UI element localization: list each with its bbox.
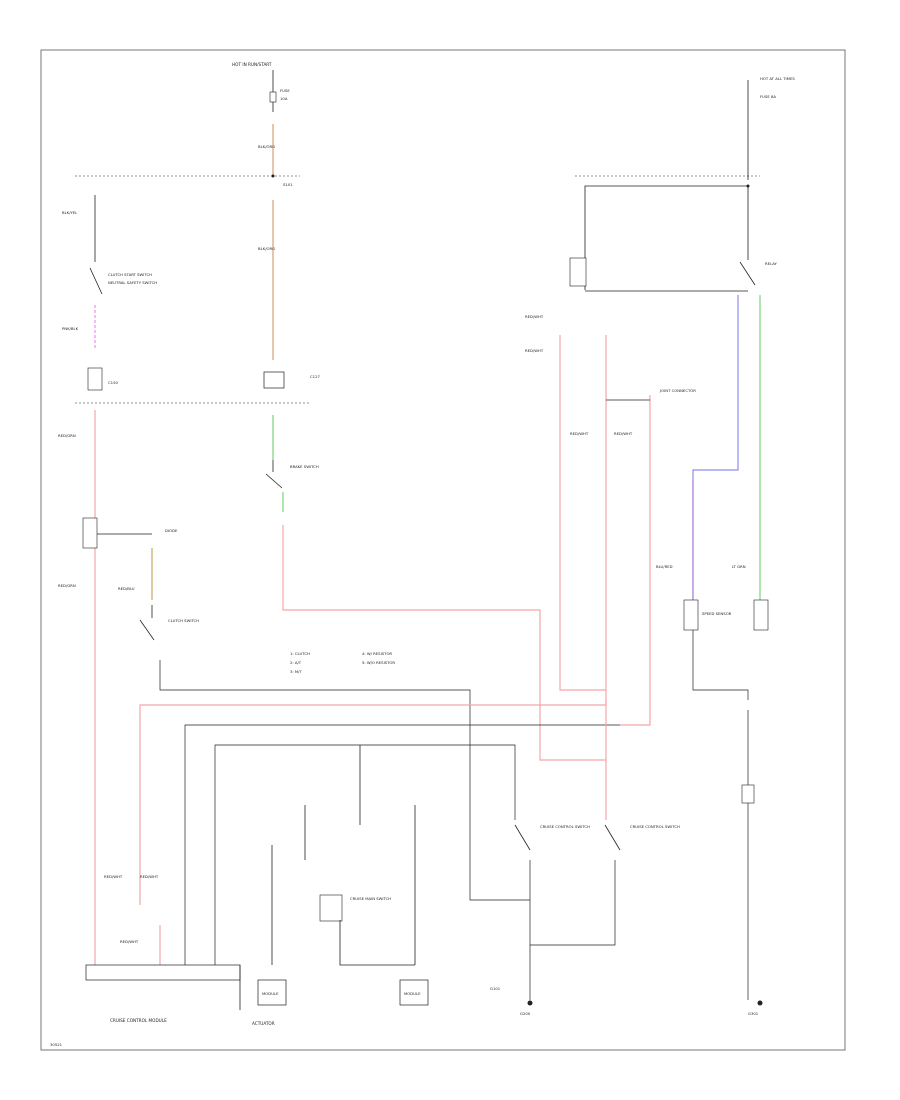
fuse-icon bbox=[269, 91, 277, 103]
cruise-module-connector bbox=[85, 964, 241, 981]
diagram-id: 30521 bbox=[50, 1042, 63, 1047]
splice-dot bbox=[271, 174, 275, 178]
junction-label: JOINT CONNECTOR bbox=[659, 388, 696, 393]
legend-item-2: 2: A/T bbox=[290, 660, 302, 665]
cc-wire bbox=[339, 920, 415, 966]
right-hot-label: HOT AT ALL TIMES bbox=[760, 76, 795, 81]
brake-switch-label: BRAKE SWITCH bbox=[290, 464, 319, 469]
black-wire bbox=[692, 630, 749, 700]
module-center-label: MODULE bbox=[404, 991, 421, 996]
splice-label: S101 bbox=[283, 182, 293, 187]
switch-blade bbox=[604, 824, 621, 851]
black-wire bbox=[530, 860, 616, 946]
switch-blade bbox=[514, 824, 531, 851]
legend-item-5: 5: W/O RESISTOR bbox=[362, 660, 395, 665]
wire-color-label: RED/WHT bbox=[140, 874, 159, 879]
wire-color-label: RED/GRN bbox=[58, 433, 76, 438]
legend-item-1: 1: CLUTCH bbox=[290, 651, 310, 656]
ground-label-3: G101 bbox=[490, 986, 501, 991]
speed-sensor-box bbox=[683, 599, 699, 631]
ground-icon bbox=[527, 1000, 533, 1006]
legend-item-3: 3: M/T bbox=[290, 669, 302, 674]
wire-color-label: RED/WHT bbox=[120, 939, 139, 944]
relay-box bbox=[569, 257, 587, 287]
wire-color-label: RED/WHT bbox=[104, 874, 123, 879]
wire-color-label: BLK/YEL bbox=[62, 210, 78, 215]
wire-color-label: RED/WHT bbox=[614, 431, 633, 436]
black-wire bbox=[184, 724, 620, 965]
left-switch-label-2: NEUTRAL SAFETY SWITCH bbox=[108, 280, 157, 285]
left-switch-label: CLUTCH START SWITCH bbox=[108, 272, 152, 277]
black-wire bbox=[159, 660, 530, 901]
module-center-box bbox=[399, 979, 429, 1006]
center-connector-label: C127 bbox=[310, 374, 320, 379]
cc-main-switch-box bbox=[319, 894, 343, 922]
cruise-module-label: CRUISE CONTROL MODULE bbox=[110, 1018, 167, 1023]
red-wire bbox=[559, 335, 606, 691]
left-connector-box bbox=[87, 367, 103, 391]
wire-color-label: BLK/ORG bbox=[258, 246, 275, 251]
right-lower-switch bbox=[741, 784, 755, 804]
wire-color-label: RED/GRN bbox=[58, 583, 76, 588]
hot-in-start-label: HOT IN RUN/START bbox=[232, 62, 272, 67]
ground-label-2: G301 bbox=[748, 1011, 759, 1016]
switch-blade bbox=[265, 473, 283, 489]
wire-color-label: RED/WHT bbox=[570, 431, 589, 436]
legend-item-4: 4: W/ RESISTOR bbox=[362, 651, 392, 656]
wire-color-label: PNK/BLK bbox=[62, 326, 79, 331]
cc-switch-label: CRUISE CONTROL SWITCH bbox=[540, 824, 590, 829]
sensor-box bbox=[753, 599, 769, 631]
cc-main-switch-label: CRUISE MAIN SWITCH bbox=[350, 896, 391, 901]
center-connector-box bbox=[263, 371, 285, 389]
left-connector-label: C150 bbox=[108, 380, 118, 385]
wire-color-label: BLK/ORG bbox=[258, 144, 275, 149]
clutch-switch-label: CLUTCH SWITCH bbox=[168, 618, 199, 623]
red-wire bbox=[139, 700, 607, 905]
module-left-box bbox=[257, 979, 287, 1006]
module-left-label: MODULE bbox=[262, 991, 279, 996]
wire-color-label: RED/WHT bbox=[525, 314, 544, 319]
diode-label: DIODE bbox=[165, 528, 178, 533]
left-switch-blade bbox=[89, 267, 103, 295]
wire-color-label: RED/WHT bbox=[525, 348, 544, 353]
clutch-switch-blade bbox=[139, 619, 155, 641]
right-fuse-label: FUSE 8A bbox=[760, 94, 776, 99]
relay-label: RELAY bbox=[765, 261, 778, 266]
wire-color-label: RED/BLU bbox=[118, 586, 135, 591]
fuse-rating: 10A bbox=[280, 96, 288, 101]
ground-label-1: G200 bbox=[520, 1011, 531, 1016]
diagram-border bbox=[40, 49, 846, 1051]
actuator-label: ACTUATOR bbox=[252, 1021, 275, 1026]
red-wire bbox=[282, 525, 606, 761]
wire-color-label: LT GRN bbox=[732, 564, 746, 569]
right-switch-blade bbox=[739, 261, 756, 286]
ground-icon bbox=[757, 1000, 763, 1006]
speed-sensor-label: SPEED SENSOR bbox=[702, 611, 732, 616]
blue-wire bbox=[692, 295, 739, 480]
black-wire bbox=[214, 744, 516, 965]
wire-color-label: BLU/RED bbox=[656, 564, 673, 569]
cc-switch-label: CRUISE CONTROL SWITCH bbox=[630, 824, 680, 829]
diode-box bbox=[82, 517, 98, 549]
red-wire bbox=[620, 395, 651, 726]
fuse-label: FUSE bbox=[280, 88, 290, 93]
right-branch-wire bbox=[584, 185, 748, 290]
